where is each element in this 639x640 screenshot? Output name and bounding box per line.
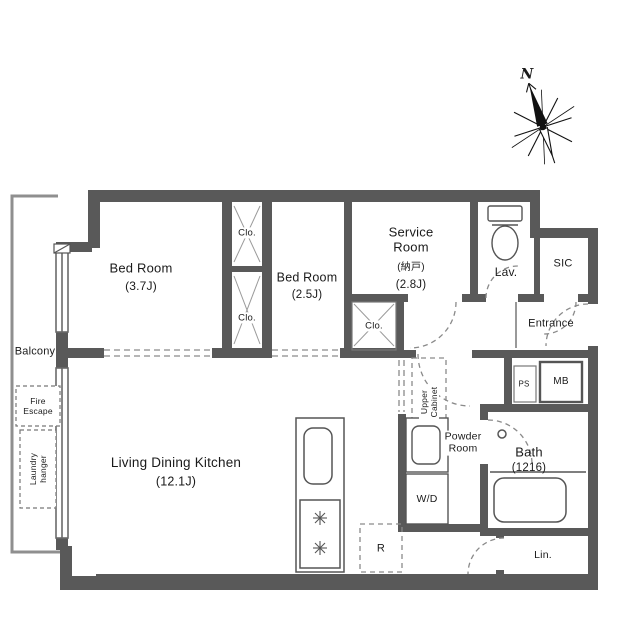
hall-closet-box (351, 301, 397, 351)
laundry-hanger-box (19, 429, 57, 509)
toilet-icon (487, 205, 523, 261)
fire-escape-label: Fire Escape (23, 395, 53, 416)
bathtub-icon (490, 429, 586, 523)
balcony-label: Balcony (14, 345, 56, 358)
refrigerator-label: R (374, 542, 388, 556)
meter-box-outline (538, 360, 584, 404)
burner-icon (313, 511, 327, 555)
laundry-hanger-label: Laundry hanger (27, 452, 48, 486)
closet-label-2: Clo. (236, 312, 258, 324)
pipe-space-label: PS (516, 379, 532, 389)
pipe-space-box (513, 365, 537, 403)
bath-size: (1216) (511, 462, 547, 475)
shoe-closet-label: SIC (553, 257, 573, 270)
sink-icon (303, 427, 333, 485)
bedroom2-name: Bed Room (276, 270, 338, 285)
meter-box-label: MB (553, 376, 569, 388)
stove-icon (299, 499, 341, 569)
bedroom1-size: (3.7J) (125, 278, 157, 293)
north-label: N (520, 66, 534, 83)
ldk-name: Living Dining Kitchen (110, 455, 242, 471)
bedroom1-name: Bed Room (109, 260, 173, 276)
refrigerator-box (359, 523, 403, 573)
upper-cabinet-label: Upper Cabinet (418, 384, 440, 420)
shutter-icon (53, 243, 71, 254)
lavatory-label: Lav. (494, 264, 518, 279)
bath-name: Bath (515, 444, 543, 460)
bedroom2-size: (2.5J) (291, 289, 323, 302)
linen-label: Lin. (532, 548, 554, 562)
powder-room-label: Powder Room (442, 430, 484, 456)
closet-label-1: Clo. (236, 227, 258, 239)
entrance-label: Entrance (528, 317, 574, 330)
vanity-icon (405, 417, 449, 473)
balcony-outline (10, 194, 60, 554)
service-room-size: (2.8J) (395, 279, 427, 292)
service-room-name: Service Room (388, 224, 434, 255)
ldk-size: (12.1J) (155, 474, 197, 489)
service-room-alt-name: (納戸) (397, 262, 425, 274)
compass-icon (511, 82, 575, 165)
fire-escape-box (15, 385, 61, 427)
washer-dryer-label: W/D (414, 492, 440, 506)
kitchen-counter-icon (295, 417, 345, 573)
sliding-door-icon (104, 349, 405, 412)
closet-label-3: Clo. (363, 320, 385, 332)
